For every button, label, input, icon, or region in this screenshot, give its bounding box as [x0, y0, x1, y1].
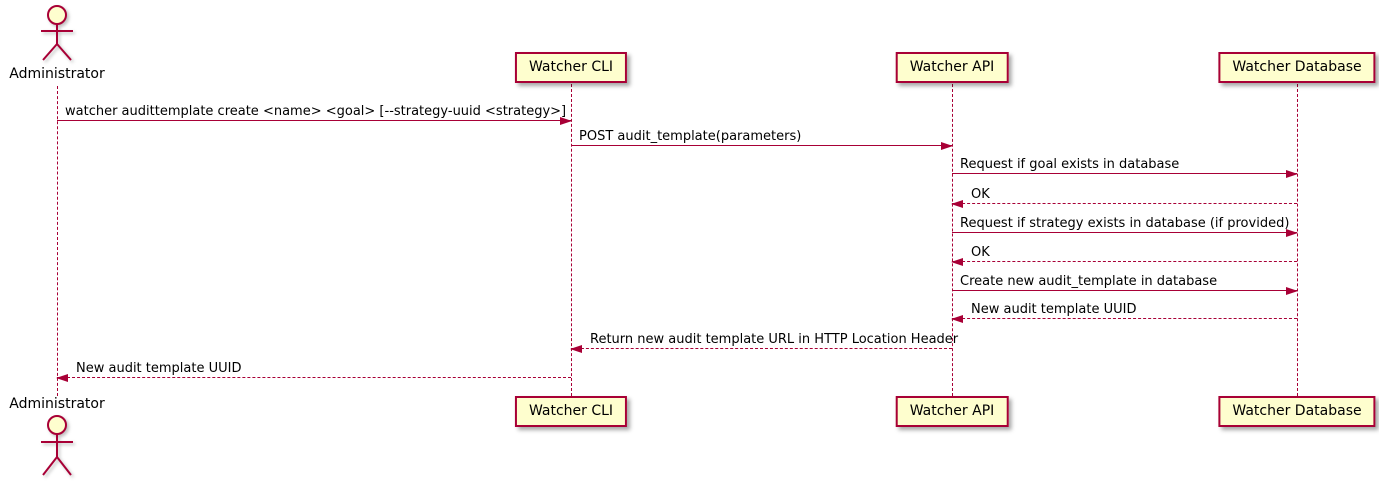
message-5-request-strategy-exists: Request if strategy exists in database (…	[952, 215, 1298, 237]
lifeline-watcher-api	[951, 84, 953, 396]
message-10-new-audit-template-uuid: New audit template UUID	[56, 360, 571, 382]
message-label: Request if strategy exists in database (…	[960, 216, 1290, 231]
message-label: New audit template UUID	[76, 361, 242, 376]
participant-watcher-database-top: Watcher Database	[1218, 52, 1376, 83]
participant-watcher-database-bottom: Watcher Database	[1218, 396, 1376, 427]
message-6-ok: OK	[951, 244, 1297, 266]
message-label: POST audit_template(parameters)	[579, 129, 802, 144]
administrator-label-top: Administrator	[9, 66, 105, 82]
message-4-ok: OK	[951, 186, 1297, 208]
message-2-post-audit-template: POST audit_template(parameters)	[571, 128, 953, 150]
administrator-actor-icon	[41, 5, 73, 61]
message-8-new-audit-template-uuid: New audit template UUID	[951, 301, 1297, 323]
message-label: New audit template UUID	[971, 302, 1137, 317]
participant-watcher-cli-top: Watcher CLI	[514, 52, 628, 83]
lifeline-administrator	[56, 86, 58, 396]
message-1-create-audittemplate: watcher audittemplate create <name> <goa…	[57, 103, 572, 125]
message-label: watcher audittemplate create <name> <goa…	[65, 104, 567, 119]
message-label: Request if goal exists in database	[960, 157, 1180, 172]
message-label: OK	[971, 245, 990, 260]
administrator-label-bottom: Administrator	[9, 396, 105, 412]
message-label: Create new audit_template in database	[960, 274, 1218, 289]
lifeline-watcher-database	[1296, 84, 1298, 396]
message-7-create-new-audit-template: Create new audit_template in database	[952, 273, 1298, 295]
message-label: OK	[971, 187, 990, 202]
participant-watcher-api-top: Watcher API	[895, 52, 1009, 83]
administrator-actor-icon-bottom	[41, 415, 73, 476]
participant-watcher-cli-bottom: Watcher CLI	[514, 396, 628, 427]
message-label: Return new audit template URL in HTTP Lo…	[590, 332, 959, 347]
message-9-return-url-location-header: Return new audit template URL in HTTP Lo…	[570, 331, 958, 353]
participant-watcher-api-bottom: Watcher API	[895, 396, 1009, 427]
message-3-request-goal-exists: Request if goal exists in database	[952, 156, 1298, 178]
lifeline-watcher-cli	[570, 84, 572, 396]
